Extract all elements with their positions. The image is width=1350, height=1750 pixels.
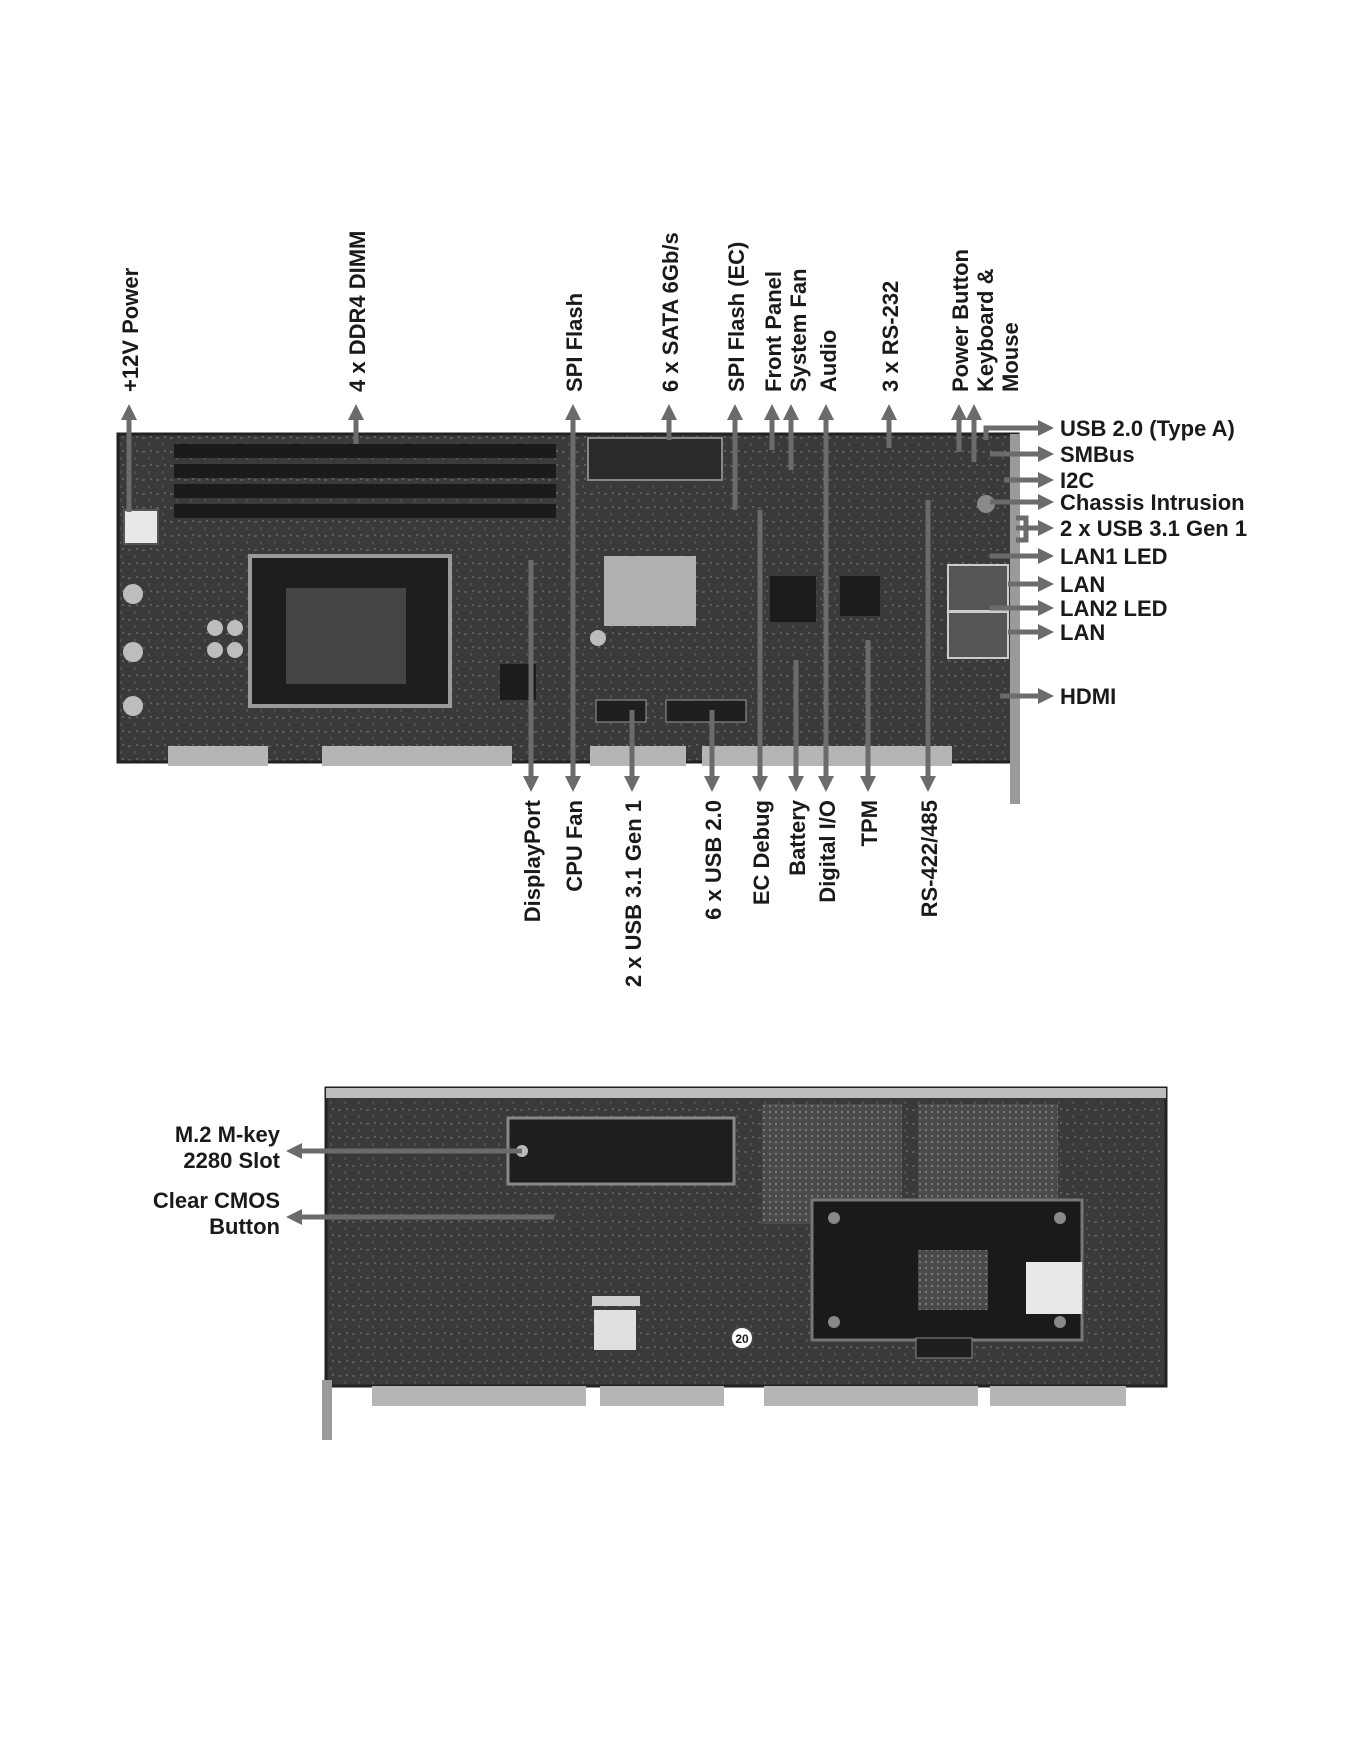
label-usb31-gen1-bottom: 2 x USB 3.1 Gen 1 bbox=[621, 800, 646, 987]
label-usb20-headers: 6 x USB 2.0 bbox=[701, 800, 726, 920]
label-ec-debug: EC Debug bbox=[749, 800, 774, 905]
label-spi-flash: SPI Flash bbox=[562, 293, 587, 392]
label-system-fan: System Fan bbox=[786, 269, 811, 393]
label-tpm: TPM bbox=[857, 800, 882, 846]
bottom-labels: DisplayPort CPU Fan 2 x USB 3.1 Gen 1 6 … bbox=[520, 799, 942, 987]
bottom-arrows bbox=[523, 480, 936, 792]
label-lan1-led: LAN1 LED bbox=[1060, 544, 1168, 569]
right-labels: USB 2.0 (Type A) SMBus I2C Chassis Intru… bbox=[1060, 416, 1247, 709]
label-battery: Battery bbox=[785, 799, 810, 876]
label-front-panel: Front Panel bbox=[761, 271, 786, 392]
label-clear-cmos: Clear CMOS bbox=[153, 1188, 280, 1213]
label-m2-2280-slot: 2280 Slot bbox=[183, 1148, 280, 1173]
top-labels: +12V Power 4 x DDR4 DIMM SPI Flash 6 x S… bbox=[118, 231, 1023, 392]
label-12v-power: +12V Power bbox=[118, 267, 143, 392]
label-usb31-gen1: 2 x USB 3.1 Gen 1 bbox=[1060, 516, 1247, 541]
label-sata: 6 x SATA 6Gb/s bbox=[658, 232, 683, 392]
label-audio: Audio bbox=[816, 330, 841, 392]
label-lan1: LAN bbox=[1060, 572, 1105, 597]
top-arrows bbox=[121, 404, 982, 512]
front-board bbox=[116, 432, 1020, 804]
label-power-button: Power Button bbox=[948, 249, 973, 392]
label-usb20-type-a: USB 2.0 (Type A) bbox=[1060, 416, 1235, 441]
back-labels: M.2 M-key 2280 Slot Clear CMOS Button bbox=[153, 1122, 281, 1239]
label-chassis-intrusion: Chassis Intrusion bbox=[1060, 490, 1245, 515]
pcb-badge: 20 bbox=[735, 1332, 749, 1346]
label-displayport: DisplayPort bbox=[520, 799, 545, 922]
label-smbus: SMBus bbox=[1060, 442, 1135, 467]
label-i2c: I2C bbox=[1060, 468, 1094, 493]
label-hdmi: HDMI bbox=[1060, 684, 1116, 709]
label-lan2-led: LAN2 LED bbox=[1060, 596, 1168, 621]
label-spi-flash-ec: SPI Flash (EC) bbox=[724, 242, 749, 392]
label-keyboard: Keyboard & bbox=[973, 268, 998, 392]
label-ddr4-dimm: 4 x DDR4 DIMM bbox=[345, 231, 370, 392]
label-rs422-485: RS-422/485 bbox=[917, 800, 942, 917]
label-lan2: LAN bbox=[1060, 620, 1105, 645]
label-mouse: Mouse bbox=[998, 322, 1023, 392]
back-arrows bbox=[286, 1143, 554, 1225]
label-rs232: 3 x RS-232 bbox=[878, 281, 903, 392]
label-m2-mkey: M.2 M-key bbox=[175, 1122, 281, 1147]
label-cpu-fan: CPU Fan bbox=[562, 800, 587, 892]
right-arrows bbox=[983, 420, 1054, 704]
label-clear-cmos-button: Button bbox=[209, 1214, 280, 1239]
label-digital-io: Digital I/O bbox=[815, 800, 840, 903]
back-board: 20 bbox=[322, 1086, 1168, 1440]
